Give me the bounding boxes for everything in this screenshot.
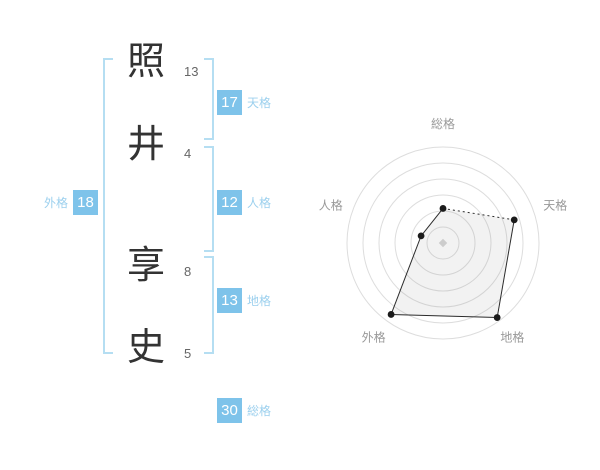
radar-polygon-edge xyxy=(391,313,498,319)
radar-polygon-edge xyxy=(390,235,422,315)
jinkaku-value-badge: 12 xyxy=(217,190,242,215)
tenkaku-label: 天格 xyxy=(247,96,272,110)
radar-data-point xyxy=(417,232,425,240)
radar-data-point xyxy=(387,311,395,318)
chikaku-label: 地格 xyxy=(247,294,272,308)
name-character: 史 xyxy=(126,327,165,369)
gaikaku-value-badge: 18 xyxy=(73,190,98,215)
name-character: 照 xyxy=(126,41,165,83)
stroke-count: 4 xyxy=(184,146,192,161)
gaikaku-label: 外格 xyxy=(44,196,69,210)
tenkaku-value-badge: 17 xyxy=(217,90,242,115)
stroke-count: 8 xyxy=(184,264,192,279)
radar-grid-ring xyxy=(378,178,508,308)
radar-grid-ring xyxy=(346,146,540,340)
radar-polygon-edge xyxy=(496,219,515,318)
radar-polygon-fill xyxy=(391,208,515,318)
radar-grid-ring xyxy=(394,194,492,292)
gaikaku-bracket xyxy=(103,58,113,354)
radar-polygon-edge xyxy=(420,208,444,237)
soukaku-value-badge: 30 xyxy=(217,398,242,423)
stroke-count: 5 xyxy=(184,346,192,361)
radar-axis-label: 天格 xyxy=(543,198,567,213)
radar-axis-label: 総格 xyxy=(431,116,455,131)
radar-data-point xyxy=(493,314,501,321)
jinkaku-label: 人格 xyxy=(247,196,272,210)
jinkaku-bracket xyxy=(204,146,214,252)
radar-axis-label: 外格 xyxy=(362,330,386,345)
name-character: 井 xyxy=(126,124,165,166)
chikaku-bracket xyxy=(204,256,214,354)
radar-data-point xyxy=(439,205,447,212)
radar-polygon-edge xyxy=(442,207,515,221)
name-character: 享 xyxy=(126,245,165,287)
radar-chart: 総格天格地格 外格 人格 xyxy=(293,93,593,393)
radar-axis-label: 地格 xyxy=(500,330,524,345)
stroke-count: 13 xyxy=(184,64,199,79)
chikaku-value-badge: 13 xyxy=(217,288,242,313)
radar-axis-label: 人格 xyxy=(319,198,343,213)
soukaku-label: 総格 xyxy=(247,404,272,418)
radar-center-marker xyxy=(438,238,448,248)
tenkaku-bracket xyxy=(204,58,214,140)
radar-grid-ring xyxy=(362,162,524,324)
radar-grid-ring xyxy=(426,226,460,260)
radar-data-point xyxy=(510,216,518,224)
